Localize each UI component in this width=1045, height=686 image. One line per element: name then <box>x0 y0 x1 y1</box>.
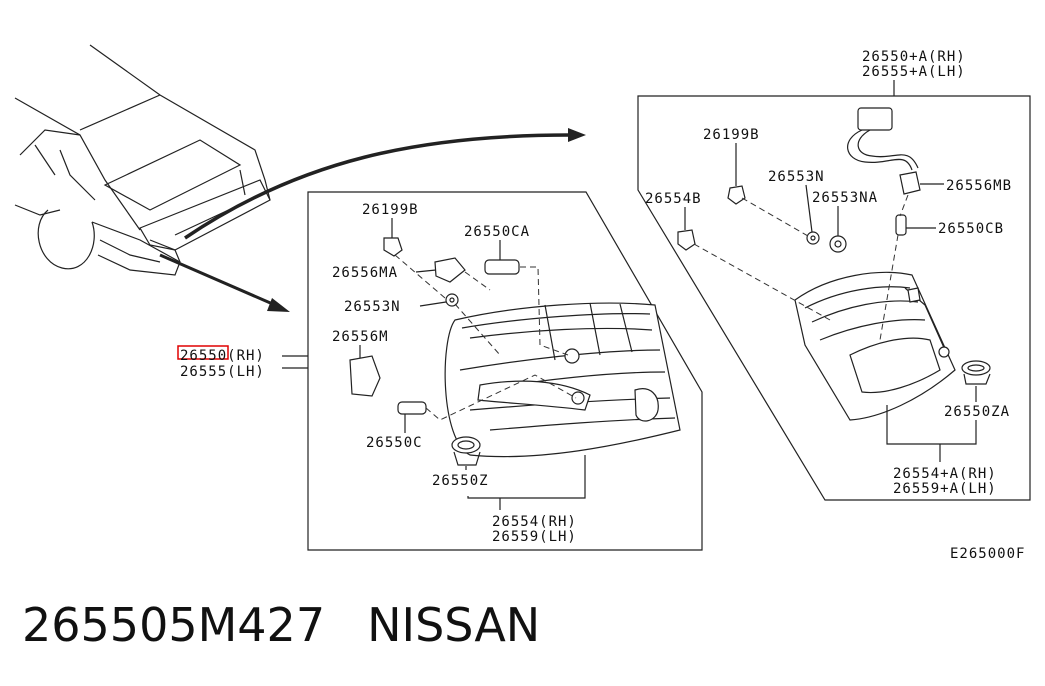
label-r-26554b: 26554B <box>645 191 702 207</box>
label-r-26554a-rh: 26554+A(RH) <box>893 466 997 482</box>
label-r-26550cb: 26550CB <box>938 221 1004 237</box>
highlight-box <box>177 345 229 360</box>
label-r-26559a-lh: 26559+A(LH) <box>893 481 997 497</box>
label-26550ca: 26550CA <box>464 224 530 240</box>
label-26556m: 26556M <box>332 329 389 345</box>
label-main-rh: 26550(RH) <box>180 348 265 364</box>
label-26556ma: 26556MA <box>332 265 398 281</box>
label-26550c: 26550C <box>366 435 423 451</box>
arrow-to-detail <box>184 133 571 240</box>
label-r-26553na: 26553NA <box>812 190 878 206</box>
label-26553n: 26553N <box>344 299 401 315</box>
label-r-26550za: 26550ZA <box>944 404 1010 420</box>
car-illustration <box>14 44 271 276</box>
label-r-26199b: 26199B <box>703 127 760 143</box>
arrow-head-right <box>568 128 586 142</box>
tail-lamp-middle <box>444 302 681 458</box>
diagram-code: E265000F <box>950 546 1025 562</box>
label-r-26553n: 26553N <box>768 169 825 185</box>
parts-right <box>677 107 991 385</box>
middle-box <box>307 191 703 551</box>
footer-caption: 265505M427 NISSAN <box>22 598 582 652</box>
arrow-head-down <box>267 298 290 312</box>
tail-lamp-right <box>794 271 956 421</box>
label-26199b: 26199B <box>362 202 419 218</box>
label-26554-rh: 26554(RH) <box>492 514 577 530</box>
label-r-26556mb: 26556MB <box>946 178 1012 194</box>
brand-name: NISSAN <box>367 598 541 652</box>
label-r-top-lh: 26555+A(LH) <box>862 64 966 80</box>
label-26550z: 26550Z <box>432 473 489 489</box>
label-26559-lh: 26559(LH) <box>492 529 577 545</box>
parts-middle <box>349 237 585 466</box>
part-number: 265505M427 <box>22 598 326 652</box>
label-main-lh: 26555(LH) <box>180 364 265 380</box>
right-box <box>637 95 1031 501</box>
label-r-top-rh: 26550+A(RH) <box>862 49 966 65</box>
arrow-to-lamp <box>159 253 276 307</box>
